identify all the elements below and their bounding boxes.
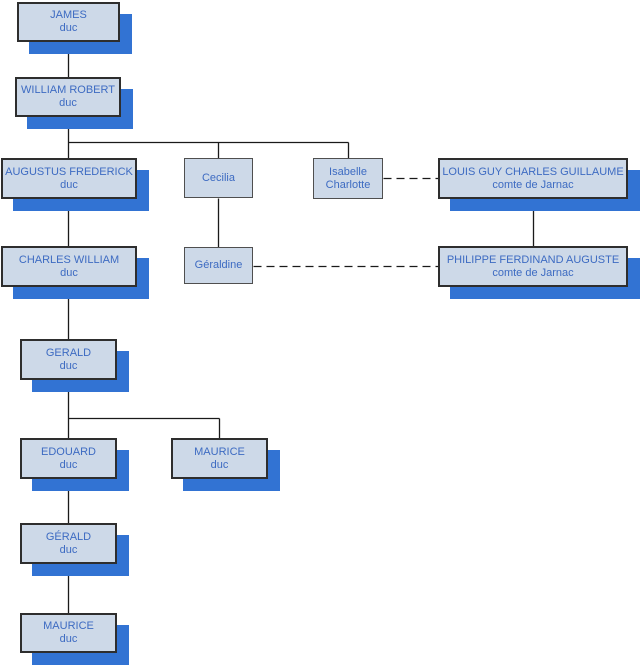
person-title: duc <box>59 458 78 471</box>
person-title: duc <box>60 266 78 279</box>
person-name: GÉRALD <box>45 530 92 543</box>
person-name: MAURICE <box>43 620 94 632</box>
person-name: Géraldine <box>194 259 243 271</box>
person-node-cecilia[interactable]: Cecilia <box>184 158 253 198</box>
person-title: duc <box>210 458 229 471</box>
person-name: GERALD <box>45 346 92 359</box>
person-name: CHARLES WILLIAM <box>18 253 120 266</box>
person-title: duc <box>59 97 77 109</box>
person-title: comte de Jarnac <box>492 178 574 191</box>
person-name: Isabelle Charlotte <box>325 165 371 191</box>
person-title: duc <box>59 633 78 645</box>
person-node-isabelle-charlotte[interactable]: Isabelle Charlotte <box>313 158 383 199</box>
person-name: JAMES <box>50 9 87 21</box>
person-name: EDOUARD <box>40 445 96 458</box>
person-name: LOUIS GUY CHARLES GUILLAUME <box>442 165 624 178</box>
person-name: MAURICE <box>194 445 245 458</box>
person-name: PHILIPPE FERDINAND AUGUSTE <box>446 253 620 266</box>
person-title: duc <box>59 359 78 372</box>
person-name: AUGUSTUS FREDERICK <box>5 165 133 178</box>
person-title: duc <box>60 178 78 191</box>
person-name: WILLIAM ROBERT <box>21 84 115 96</box>
person-name: Cecilia <box>201 171 235 184</box>
person-node-geraldine[interactable]: Géraldine <box>184 247 253 284</box>
person-title: duc <box>59 543 78 556</box>
person-title: duc <box>59 22 78 34</box>
person-title: comte de Jarnac <box>492 266 574 279</box>
